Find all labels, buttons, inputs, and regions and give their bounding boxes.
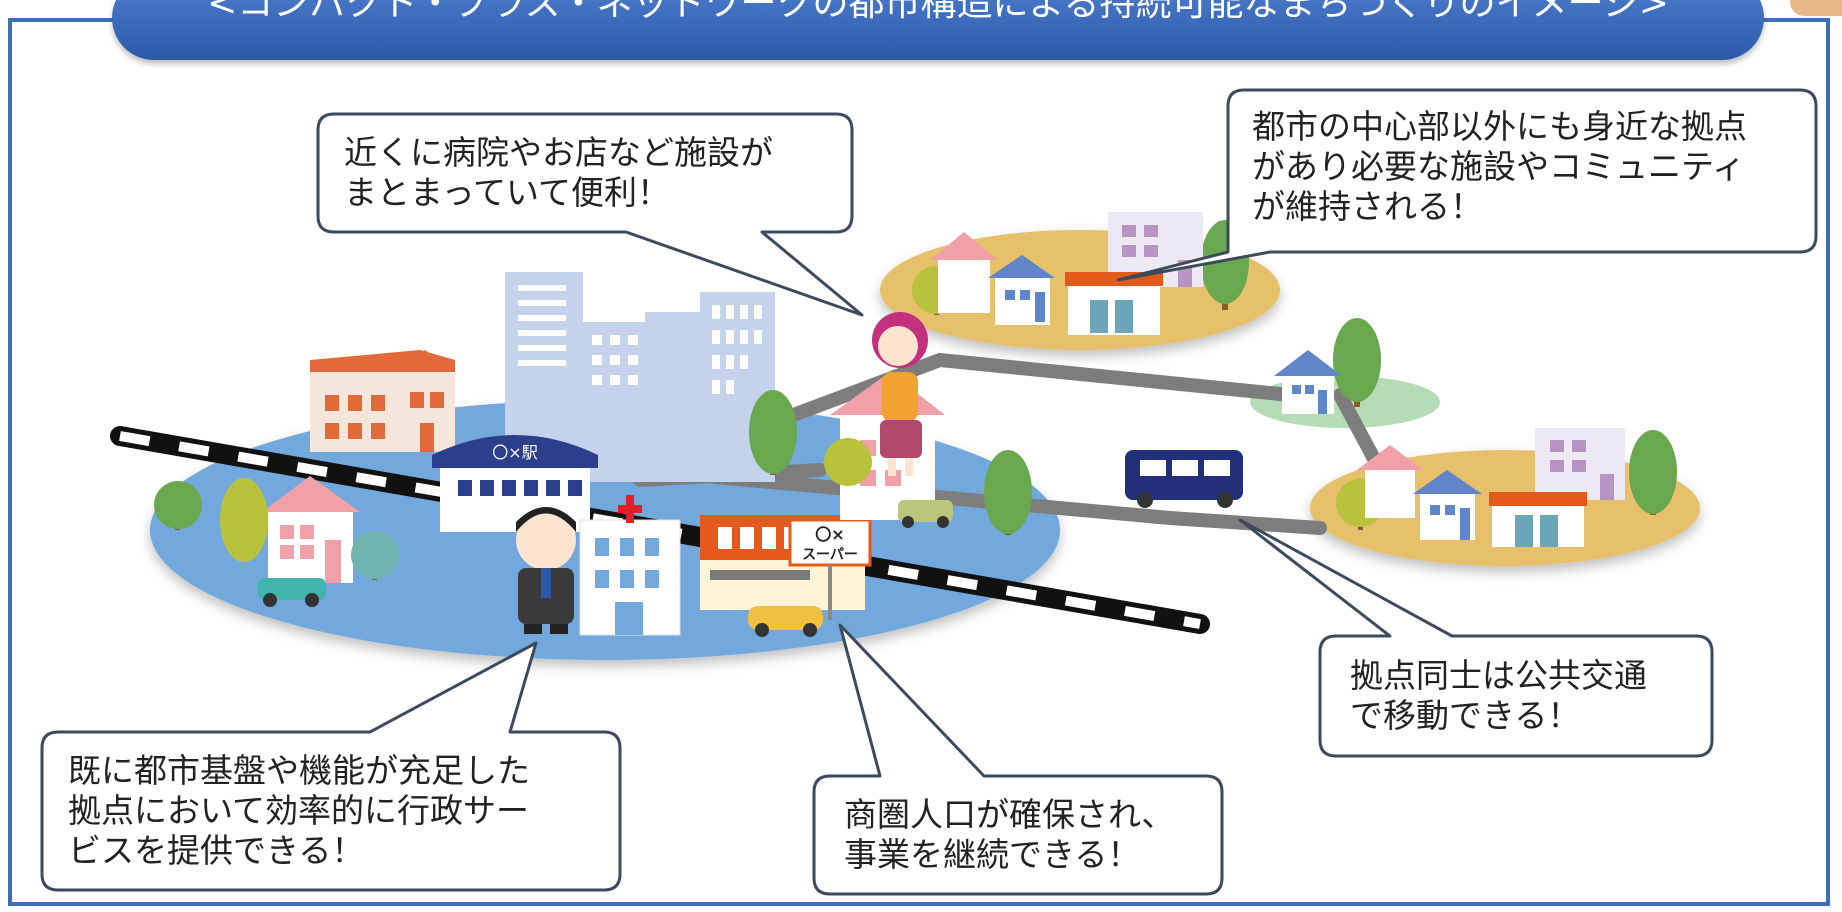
man-character: [516, 507, 576, 634]
car-green: [898, 500, 953, 528]
school-building: [310, 350, 455, 452]
callout-line: が維持される！: [1252, 187, 1483, 226]
callout-line: 近くに病院やお店など施設が: [344, 133, 773, 172]
hospital-cross-icon: [618, 495, 642, 523]
callout-line: 既に都市基盤や機能が充足した: [68, 751, 530, 790]
supermarket-sign-line2: スーパー: [802, 547, 858, 563]
callout-admin-text: 既に都市基盤や機能が充足した 拠点において効率的に行政サー ビスを提供できる！: [68, 751, 530, 871]
trees: [154, 220, 1677, 580]
callout-commerce: [812, 623, 1224, 896]
supermarket-sign-line1: 〇×: [815, 525, 844, 544]
satellite-east-buildings: [1357, 428, 1625, 547]
callout-line: で移動できる！: [1350, 696, 1581, 735]
callout-transit: [1238, 518, 1714, 758]
supermarket-building: 〇× スーパー: [700, 515, 872, 620]
callout-transit-text: 拠点同士は公共交通 で移動できる！: [1350, 656, 1647, 736]
callout-admin: [40, 641, 622, 892]
station-building: 〇×駅: [432, 435, 598, 532]
callout-satellite: [1116, 88, 1818, 282]
bus: [1125, 450, 1243, 508]
page-title: <コンパクト・プラス・ネットワークの都市構造による持続可能なまちづくりのイメージ…: [207, 0, 1669, 24]
callout-satellite-text: 都市の中心部以外にも身近な拠点 があり必要な施設やコミュニティ が維持される！: [1252, 107, 1747, 227]
callout-line: ビスを提供できる！: [68, 831, 365, 870]
callout-line: があり必要な施設やコミュニティ: [1252, 147, 1746, 186]
woman-character: [872, 312, 928, 476]
callout-commerce-text: 商圏人口が確保され、 事業を継続できる！: [844, 795, 1174, 875]
office-towers: [505, 272, 775, 482]
small-hub-house: [1274, 350, 1342, 414]
callout-line: 都市の中心部以外にも身近な拠点: [1252, 107, 1747, 146]
car-teal: [258, 578, 326, 607]
corner-decoration: [1790, 0, 1842, 16]
callout-convenience-text: 近くに病院やお店など施設が まとまっていて便利！: [344, 133, 773, 213]
station-sign: 〇×駅: [492, 443, 537, 462]
callout-line: 事業を継続できる！: [844, 835, 1141, 874]
title-banner: [112, 0, 1764, 60]
car-yellow: [748, 606, 823, 637]
callout-convenience: [316, 112, 864, 317]
satellite-north-buildings: [930, 212, 1203, 335]
hospital-building: [579, 495, 681, 636]
callout-line: 拠点において効率的に行政サー: [68, 791, 530, 830]
callout-line: まとまっていて便利！: [344, 173, 671, 212]
callout-line: 拠点同士は公共交通: [1350, 656, 1647, 695]
callout-line: 商圏人口が確保され、: [844, 795, 1175, 834]
